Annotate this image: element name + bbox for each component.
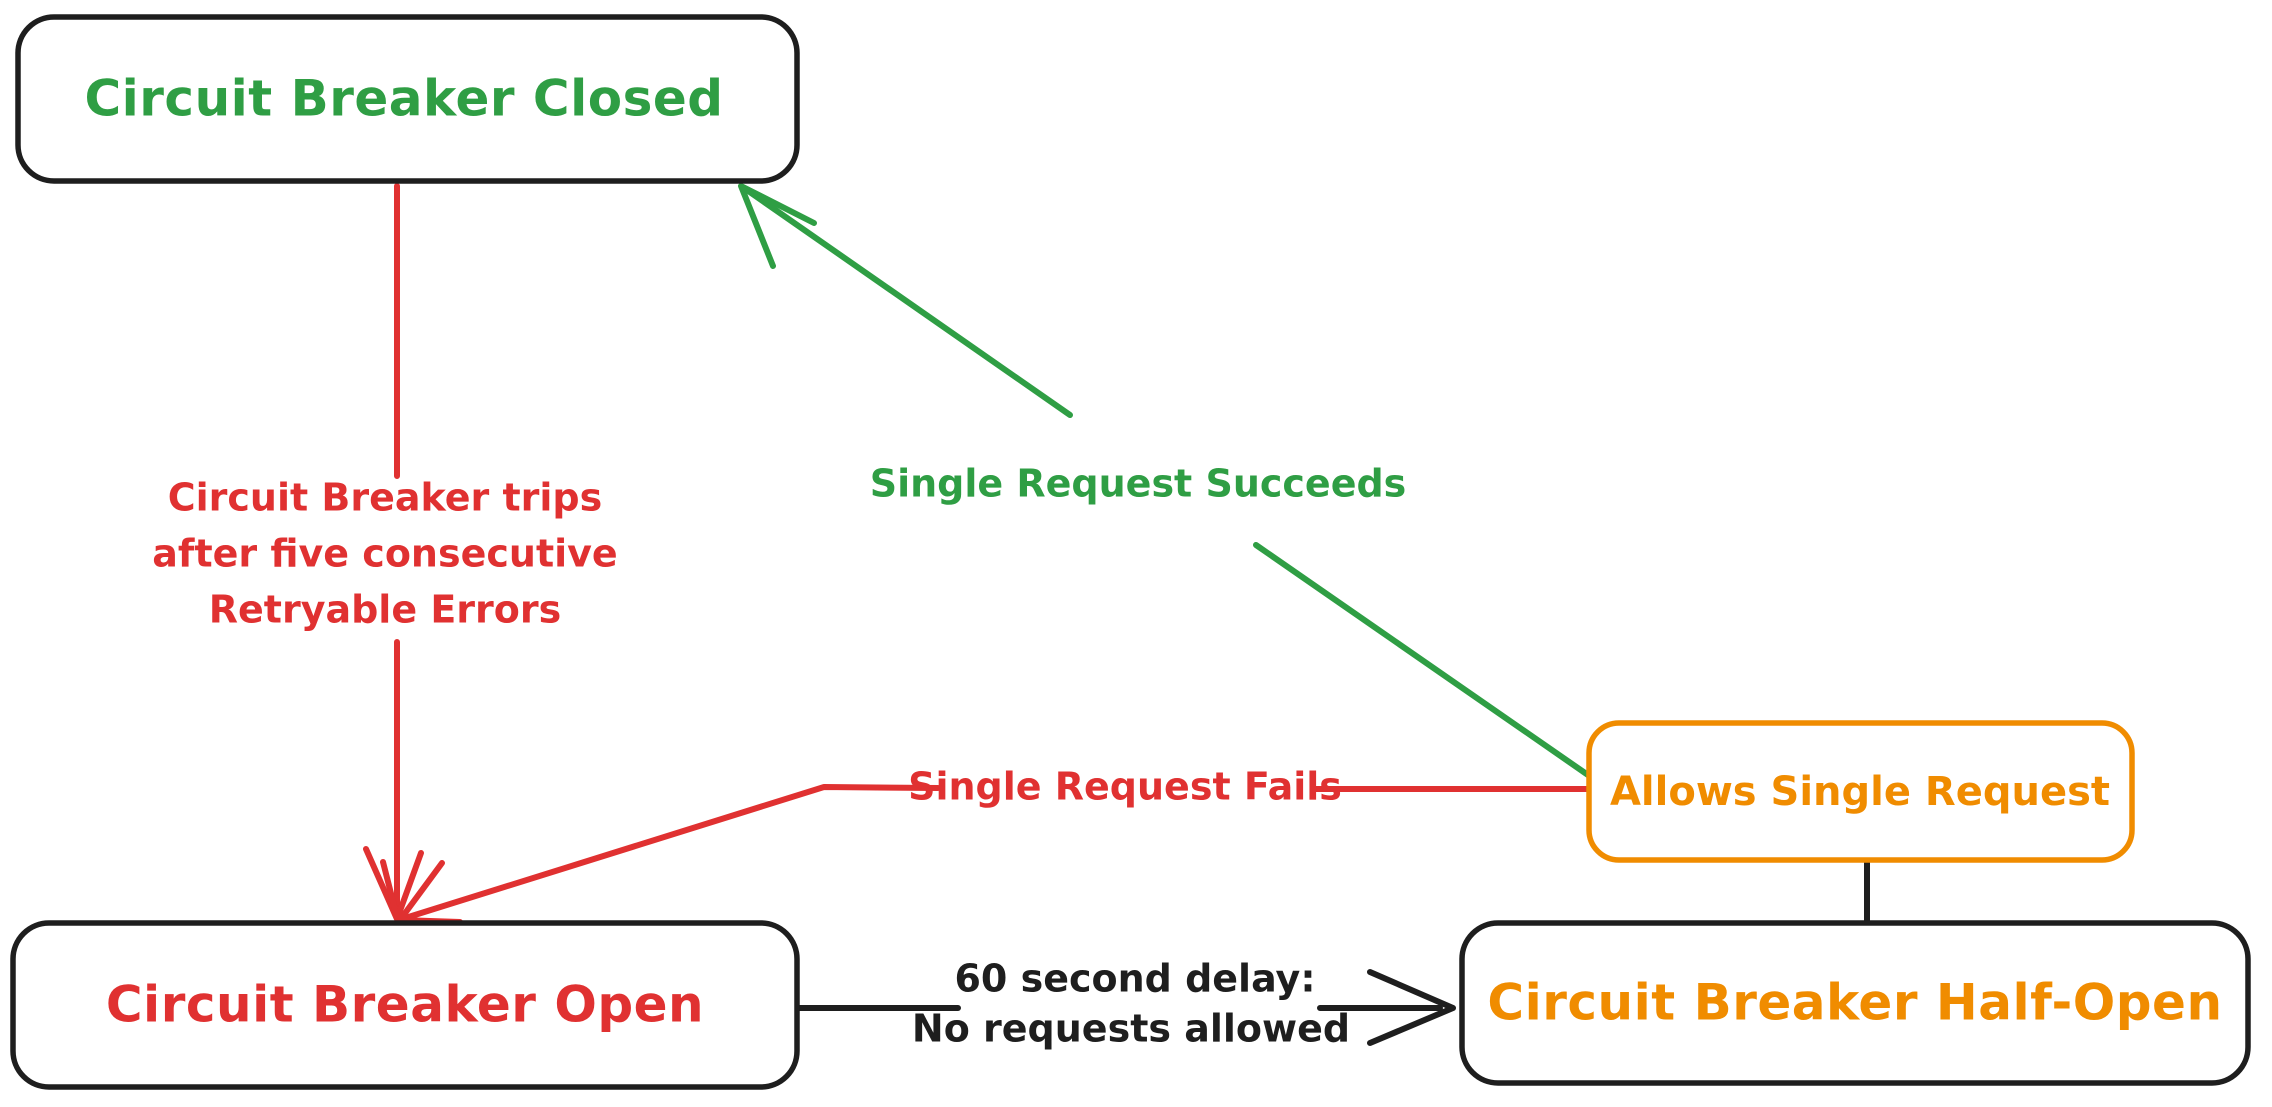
- delay-label-line1: 60 second delay:: [954, 957, 1315, 1001]
- trip-label-line1: Circuit Breaker trips: [168, 476, 603, 520]
- edge-trip-arrow: [363, 183, 424, 922]
- node-circuit-breaker-open: Circuit Breaker Open: [10, 920, 800, 1090]
- trip-label-line3: Retryable Errors: [209, 588, 561, 632]
- allows-node-box: [1586, 720, 2135, 863]
- closed-node-box: [15, 14, 800, 184]
- node-allows-single-request: Allows Single Request: [1586, 720, 2135, 863]
- delay-arrowhead-icon: [1367, 969, 1456, 1046]
- node-circuit-breaker-half-open: Circuit Breaker Half-Open: [1459, 920, 2251, 1086]
- trip-label-line2: after five consecutive: [152, 532, 617, 576]
- half-open-node-label: Circuit Breaker Half-Open: [1487, 974, 2222, 1032]
- succeeds-arrowhead-icon: [738, 183, 817, 269]
- edge-delay-arrow: [796, 969, 1456, 1046]
- allows-node-label: Allows Single Request: [1610, 769, 2110, 815]
- fails-label: Single Request Fails: [908, 765, 1342, 809]
- succeeds-label: Single Request Succeeds: [870, 462, 1407, 506]
- trip-arrowhead-extra-stroke: [380, 859, 400, 920]
- edge-succeeds-arrow: [738, 183, 1591, 778]
- fails-arrow-line: [399, 784, 1591, 922]
- edge-label-trip: Circuit Breaker trips after five consecu…: [152, 476, 617, 632]
- succeeds-arrow-line: [741, 185, 1591, 778]
- closed-node-label: Circuit Breaker Closed: [84, 70, 723, 128]
- half-open-node-box: [1459, 920, 2251, 1086]
- open-node-box: [10, 920, 800, 1090]
- open-node-label: Circuit Breaker Open: [106, 976, 704, 1034]
- node-circuit-breaker-closed: Circuit Breaker Closed: [15, 14, 800, 184]
- edge-label-delay: 60 second delay: No requests allowed: [912, 957, 1350, 1051]
- delay-label-line2: No requests allowed: [912, 1007, 1350, 1051]
